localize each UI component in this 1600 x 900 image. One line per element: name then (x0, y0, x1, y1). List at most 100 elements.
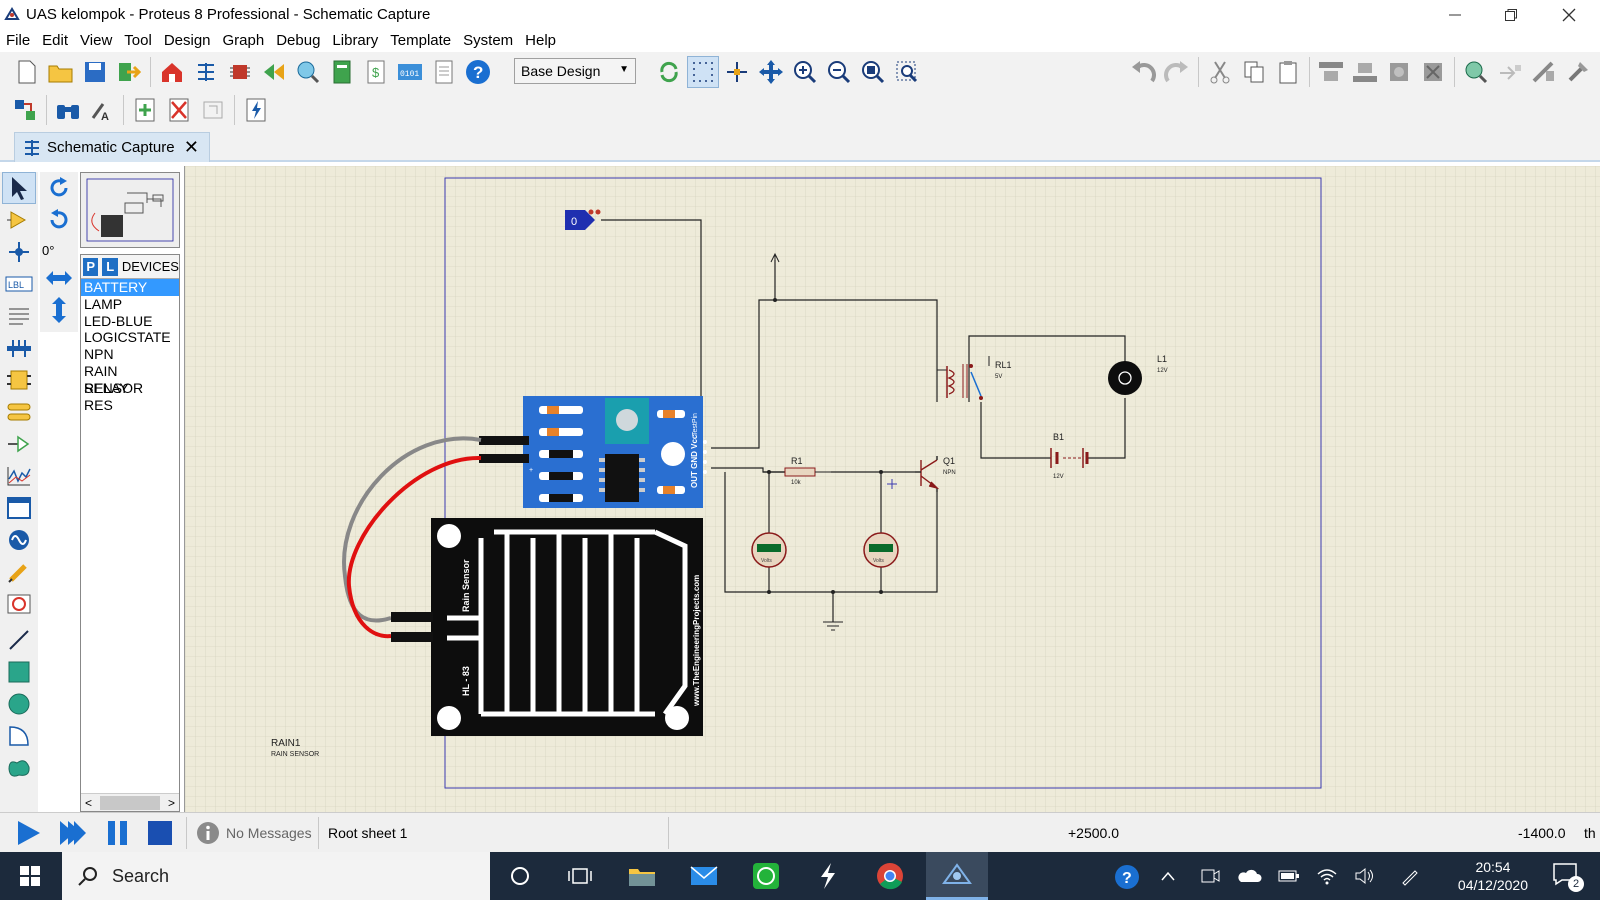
cost-button[interactable]: $ (360, 56, 392, 88)
origin-button[interactable] (721, 56, 753, 88)
grid-button[interactable] (687, 56, 719, 88)
onedrive-cloud-icon[interactable] (1236, 868, 1262, 884)
vsm-button[interactable]: 0101 (394, 56, 426, 88)
wire-label-mode-button[interactable]: LBL (2, 268, 36, 300)
layer-select[interactable]: Base Design ▼ (514, 58, 636, 84)
3d-button[interactable] (258, 56, 290, 88)
new-sheet-button[interactable] (129, 94, 161, 126)
mail-button[interactable] (682, 858, 726, 894)
mirror-x-button[interactable] (42, 262, 76, 294)
generator-mode-button[interactable] (2, 524, 36, 556)
voltmeter-2[interactable]: Volts (863, 532, 899, 568)
cortana-button[interactable] (498, 858, 542, 894)
menu-edit[interactable]: Edit (42, 32, 69, 49)
menu-graph[interactable]: Graph (222, 32, 265, 49)
app-button[interactable] (806, 858, 850, 894)
menu-tool[interactable]: Tool (124, 32, 152, 49)
power-terminal[interactable] (770, 252, 780, 263)
menu-template[interactable]: Template (390, 32, 452, 49)
schematic-drawing[interactable]: 0 OUT GND Vcc TestPin (185, 166, 1600, 812)
whatsapp-button[interactable] (744, 858, 788, 894)
rotate-anticlockwise-button[interactable] (42, 204, 76, 236)
scroll-thumb[interactable] (100, 795, 160, 810)
menu-library[interactable]: Library (332, 32, 379, 49)
home-button[interactable] (156, 56, 188, 88)
remove-sheet-button[interactable] (163, 94, 195, 126)
horizontal-scrollbar[interactable]: < > (81, 793, 179, 811)
subcircuit-mode-button[interactable] (2, 364, 36, 396)
circle-mode-button[interactable] (2, 688, 36, 720)
relay-rl1[interactable]: RL1 5V (936, 356, 1012, 400)
pen-icon[interactable] (1400, 866, 1420, 886)
netlist-button[interactable] (9, 94, 41, 126)
device-pin-mode-button[interactable] (2, 428, 36, 460)
list-item[interactable]: RAIN SENSOR (84, 362, 144, 396)
menu-file[interactable]: File (6, 32, 31, 49)
virtual-instrument-mode-button[interactable] (2, 588, 36, 620)
rotate-clockwise-button[interactable] (42, 172, 76, 204)
bom-button[interactable] (326, 56, 358, 88)
property-tool-button[interactable]: A (86, 94, 118, 126)
tape-recorder-mode-button[interactable] (2, 492, 36, 524)
import-button[interactable] (113, 56, 145, 88)
close-button[interactable] (1546, 0, 1592, 30)
clock[interactable]: 20:54 04/12/2020 (1458, 858, 1528, 894)
menu-design[interactable]: Design (163, 32, 211, 49)
packaging-button[interactable] (1528, 56, 1560, 88)
cut-button[interactable] (1204, 56, 1236, 88)
play-icon[interactable] (14, 819, 42, 847)
gerber-button[interactable] (292, 56, 324, 88)
component-mode-button[interactable] (2, 204, 36, 236)
pcb-button[interactable] (224, 56, 256, 88)
pick-devices-button[interactable]: P (83, 257, 99, 276)
voltage-probe-mode-button[interactable] (2, 556, 36, 588)
schematic-canvas[interactable]: 0 OUT GND Vcc TestPin (184, 166, 1600, 812)
list-item[interactable]: RELAY (84, 379, 129, 396)
rain-sensor-module[interactable]: OUT GND Vcc TestPin + (479, 396, 707, 508)
graph-mode-button[interactable] (2, 460, 36, 492)
rotation-angle[interactable]: 0° (42, 243, 55, 258)
pan-button[interactable] (755, 56, 787, 88)
logic-state-0[interactable]: 0 (565, 209, 601, 231)
stop-icon[interactable] (146, 819, 174, 847)
menu-help[interactable]: Help (525, 32, 557, 49)
ground-terminal[interactable] (823, 621, 843, 631)
wifi-icon[interactable] (1316, 866, 1338, 886)
windows-start-icon[interactable] (20, 866, 40, 886)
meet-now-icon[interactable] (1200, 866, 1220, 886)
taskbar-search[interactable]: Search (62, 852, 490, 900)
scroll-left-icon[interactable]: < (85, 795, 93, 810)
erc-button[interactable] (240, 94, 272, 126)
voltmeter-1[interactable]: Volts (751, 532, 787, 568)
zoom-out-button[interactable] (823, 56, 855, 88)
schematic-button[interactable] (190, 56, 222, 88)
menu-debug[interactable]: Debug (276, 32, 321, 49)
zoom-in-button[interactable] (789, 56, 821, 88)
open-button[interactable] (45, 56, 77, 88)
selection-mode-button[interactable] (2, 172, 36, 204)
text-script-mode-button[interactable] (2, 300, 36, 332)
make-device-button[interactable] (1494, 56, 1526, 88)
mirror-y-button[interactable] (42, 294, 76, 326)
paste-button[interactable] (1272, 56, 1304, 88)
search-button[interactable] (52, 94, 84, 126)
menu-system[interactable]: System (463, 32, 514, 49)
list-item[interactable]: BATTERY (81, 279, 179, 296)
notes-button[interactable] (428, 56, 460, 88)
scroll-right-icon[interactable]: > (167, 795, 175, 810)
bus-mode-button[interactable] (2, 332, 36, 364)
block-move-button[interactable] (1349, 56, 1381, 88)
list-item[interactable]: LED-BLUE (84, 312, 153, 329)
battery-icon[interactable] (1278, 868, 1300, 884)
decompose-button[interactable] (1562, 56, 1594, 88)
menu-view[interactable]: View (80, 32, 113, 49)
block-copy-button[interactable] (1315, 56, 1347, 88)
block-delete-button[interactable] (1417, 56, 1449, 88)
volume-icon[interactable] (1354, 866, 1376, 886)
overview-window[interactable] (80, 172, 180, 248)
chevron-up-icon[interactable] (1160, 870, 1176, 882)
new-button[interactable] (11, 56, 43, 88)
task-view-button[interactable] (558, 858, 602, 894)
help-button[interactable]: ? (462, 56, 494, 88)
list-item[interactable]: RES (84, 396, 113, 413)
